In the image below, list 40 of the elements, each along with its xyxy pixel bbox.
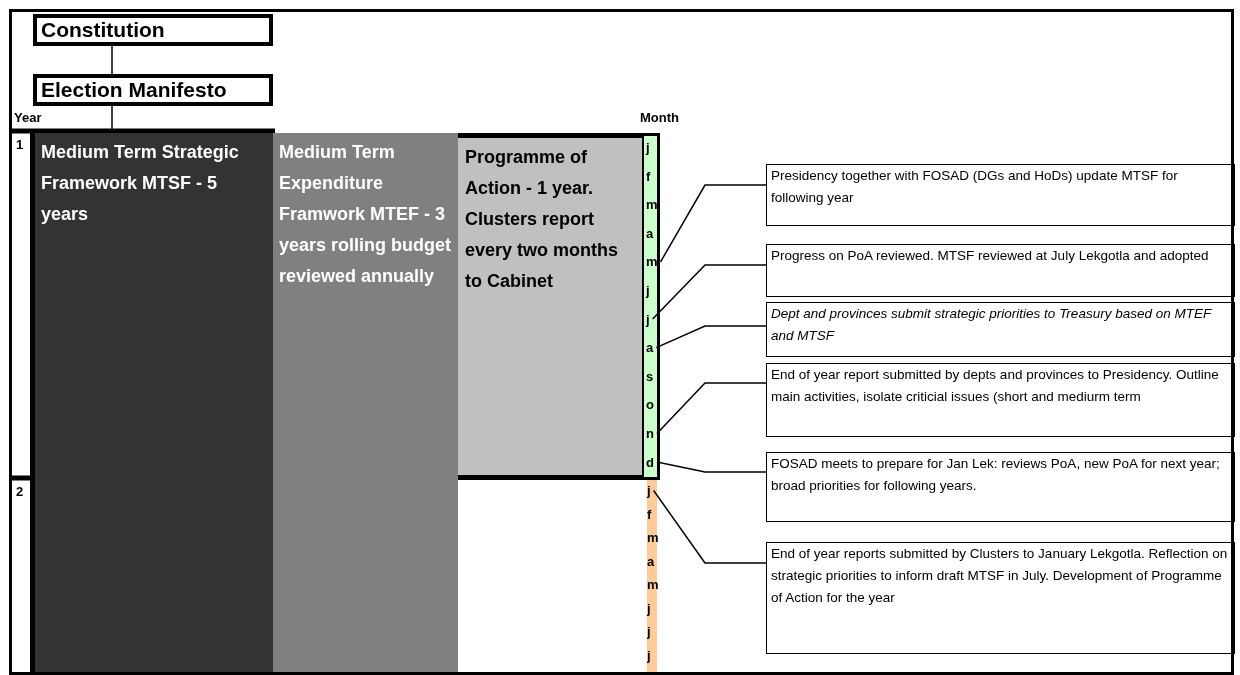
- month-letter: m: [646, 197, 658, 213]
- month-letter: m: [647, 577, 659, 592]
- callout-box: End of year reports submitted by Clusters to January Lekgotla. Reflection on strategic priorities to inform draft MTSF in July. Development of Programme of Action for the year: [766, 542, 1235, 654]
- year-number: 2: [16, 484, 24, 499]
- axis-label: Year: [14, 110, 42, 125]
- month-letter: n: [646, 426, 654, 441]
- month-letter: j: [646, 311, 650, 327]
- month-letter: o: [646, 397, 654, 413]
- month-letter: j: [647, 483, 651, 498]
- month-letter: a: [646, 340, 654, 356]
- year-number: 1: [16, 137, 24, 152]
- month-letter: f: [647, 506, 652, 522]
- callout-box: Dept and provinces submit strategic priorities to Treasury based on MTEF and MTSF: [766, 302, 1235, 357]
- timeline-column: Medium Term Strategic Framework MTSF - 5 years: [30, 133, 273, 672]
- heading-box: Election Manifesto: [33, 74, 273, 106]
- leader-line: [652, 489, 767, 564]
- month-bar: [644, 133, 660, 480]
- month-letter: a: [646, 225, 654, 241]
- leader-line: [659, 184, 767, 263]
- heading-box: Constitution: [33, 14, 273, 46]
- callout-box: Presidency together with FOSAD (DGs and HoDs) update MTSF for following year: [766, 164, 1235, 226]
- callout-box: Progress on PoA reviewed. MTSF reviewed at July Lekgotla and adopted: [766, 244, 1235, 297]
- connector-line: [111, 45, 113, 75]
- month-letter: d: [646, 454, 654, 470]
- leader-line: [656, 461, 767, 473]
- month-letter: j: [647, 624, 651, 639]
- month-letter: a: [647, 553, 655, 569]
- month-letter: f: [646, 168, 651, 184]
- callout-box: FOSAD meets to prepare for Jan Lek: reviews PoA, new PoA for next year; broad priorities for following years.: [766, 452, 1235, 522]
- month-letter: j: [647, 600, 651, 616]
- month-letter: j: [646, 140, 650, 155]
- month-letter: m: [646, 254, 658, 270]
- axis-label: Month: [640, 110, 679, 125]
- month-letter: m: [647, 530, 659, 545]
- month-bar: [647, 480, 657, 672]
- month-letter: s: [646, 368, 654, 384]
- month-letter: j: [647, 647, 651, 663]
- timeline-column: Medium Term Expenditure Framwork MTEF - 3 years rolling budget reviewed annually: [273, 133, 458, 672]
- month-letter: j: [646, 283, 650, 298]
- callout-box: End of year report submitted by depts and provinces to Presidency. Outline main activities, isolate criticial issues (short and mediurm term: [766, 363, 1235, 437]
